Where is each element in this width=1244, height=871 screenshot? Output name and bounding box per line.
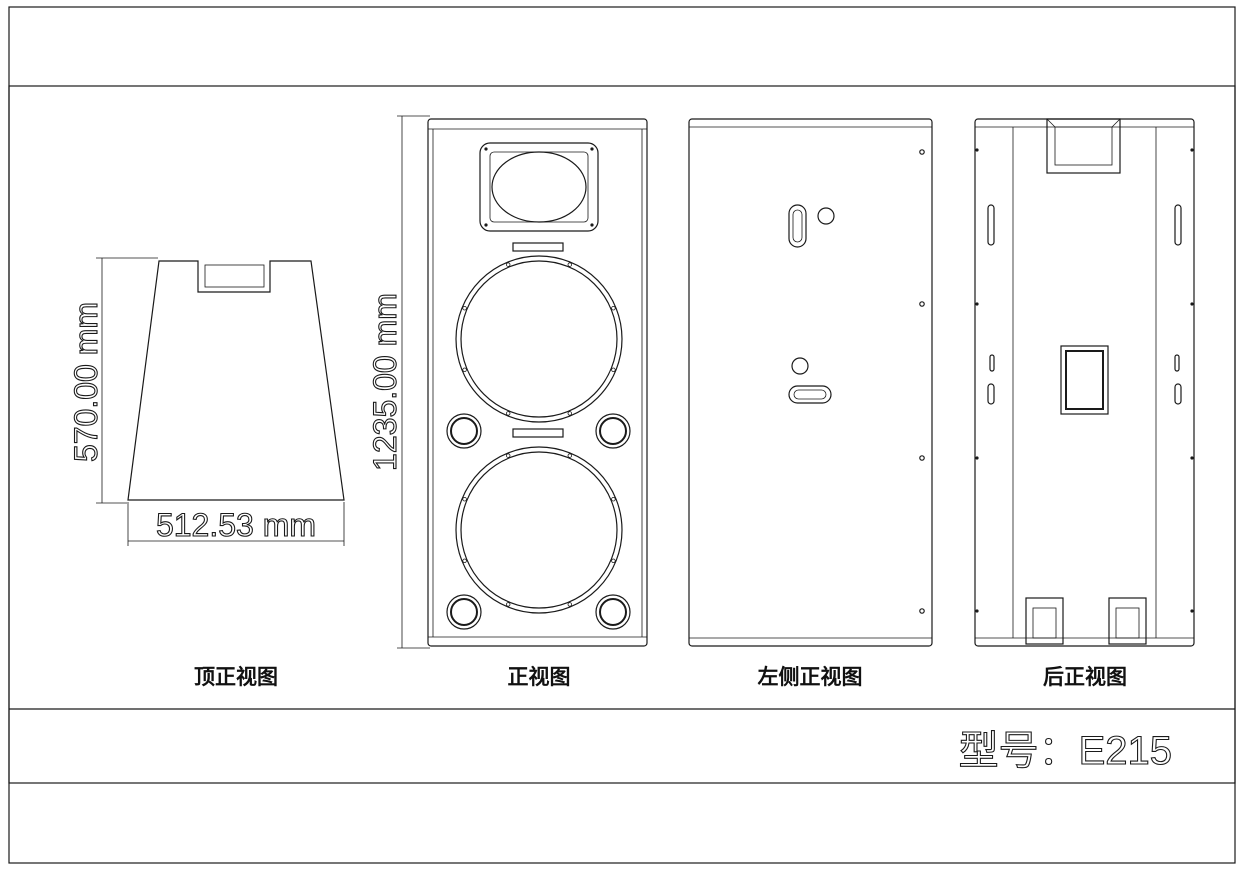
front-view: 1235.00 mm 正视图: [366, 115, 648, 689]
back-fixing-point: [975, 148, 979, 152]
woofer-bolt: [506, 453, 511, 458]
horn-throat: [491, 151, 587, 223]
back-fixing-point: [1190, 148, 1194, 152]
woofer-bolt: [611, 558, 616, 563]
woofer-bolt: [462, 497, 467, 502]
woofer-bolts: [462, 262, 616, 607]
top-view-outline: [127, 260, 345, 501]
back-terminal-plate: [1060, 345, 1109, 415]
upper-port-slot: [512, 242, 564, 252]
upper-woofer-cone: [460, 260, 618, 418]
back-view-caption: 后正视图: [1043, 665, 1127, 689]
side-fixing-point: [919, 149, 925, 155]
back-cabinet-outline: [974, 118, 1195, 647]
woofer-bolt: [611, 367, 616, 372]
woofer-bolt: [567, 262, 572, 267]
back-fixing-point: [975, 456, 979, 460]
lower-port-slot: [512, 428, 564, 438]
port-upper-left: [446, 413, 482, 449]
woofer-bolt: [567, 453, 572, 458]
front-view-caption: 正视图: [508, 665, 571, 689]
lower-woofer-cone: [460, 451, 618, 609]
woofer-bolt: [462, 558, 467, 563]
woofer-bolt: [506, 411, 511, 416]
side-handle-slot-lower: [788, 385, 832, 404]
front-height-dimension: 1235.00 mm: [367, 293, 403, 471]
side-cabinet-outline: [688, 118, 933, 647]
side-handle-slot-upper: [788, 204, 807, 248]
back-top-handle: [1046, 118, 1121, 174]
model-label: 型号：E215: [959, 729, 1172, 773]
left-view-caption: 左侧正视图: [758, 665, 863, 689]
port-upper-right: [595, 413, 631, 449]
woofer-bolt: [611, 497, 616, 502]
upper-woofer-ring: [455, 255, 623, 423]
back-view: 后正视图: [974, 118, 1195, 689]
woofer-bolt: [462, 306, 467, 311]
woofer-bolt: [462, 367, 467, 372]
woofer-bolt: [506, 262, 511, 267]
left-side-view: 左侧正视图: [688, 118, 933, 689]
back-foot-left: [1025, 597, 1064, 645]
back-side-bracket: [987, 204, 995, 246]
top-height-dimension: 570.00 mm: [68, 302, 104, 462]
drawing-area-frame: [8, 85, 1236, 784]
back-fixing-point: [1190, 456, 1194, 460]
lower-woofer-ring: [455, 446, 623, 614]
back-fixing-point: [1190, 302, 1194, 306]
side-pole-hole-upper: [817, 207, 835, 225]
top-view-recess: [204, 264, 265, 288]
woofer-bolt: [506, 602, 511, 607]
side-pole-hole-lower: [791, 357, 809, 375]
top-view: 570.00 mm 512.53 mm 顶正视图: [67, 257, 345, 689]
top-width-dimension: 512.53 mm: [156, 507, 316, 543]
woofer-bolt: [611, 306, 616, 311]
back-foot-right: [1108, 597, 1147, 645]
port-lower-right: [595, 594, 631, 630]
back-fixing-point: [975, 302, 979, 306]
woofer-bolt: [567, 602, 572, 607]
horn-plate: [479, 142, 599, 232]
woofer-bolt: [567, 411, 572, 416]
back-fixing-point: [975, 609, 979, 613]
top-view-caption: 顶正视图: [194, 665, 278, 689]
front-cabinet-outline: [427, 118, 648, 647]
back-fixing-point: [1190, 609, 1194, 613]
port-lower-left: [446, 594, 482, 630]
